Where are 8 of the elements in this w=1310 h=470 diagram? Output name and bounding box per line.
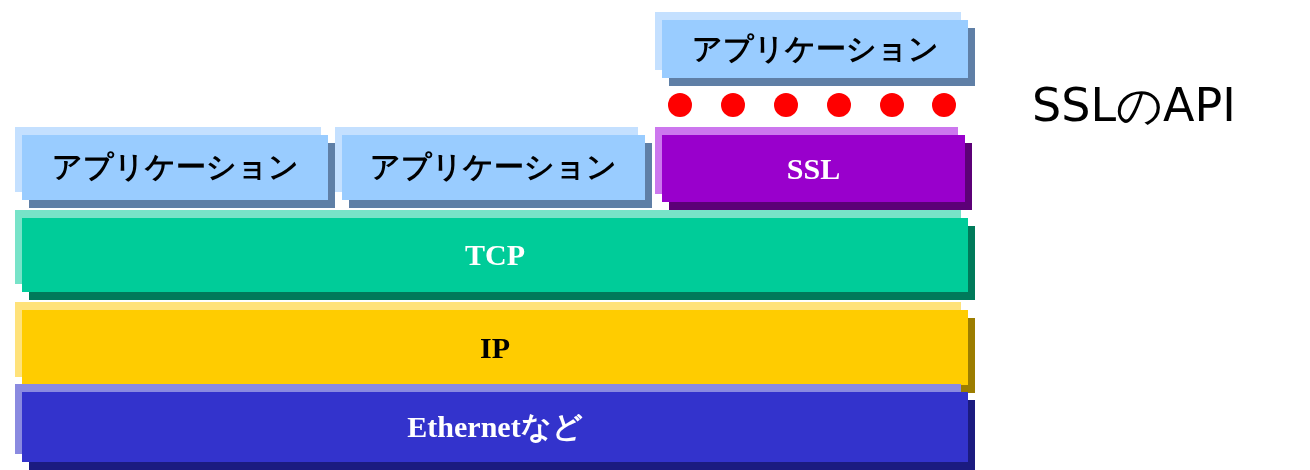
layer-label: アプリケーション (51, 148, 299, 186)
layer-label: アプリケーション (691, 29, 939, 68)
layer-label: TCP (465, 238, 525, 272)
layer-label: IP (480, 330, 510, 365)
layer-label: SSL (786, 151, 841, 186)
layer-label: アプリケーション (370, 148, 617, 186)
api-caption: SSLのAPI (1032, 77, 1236, 134)
layer-label: Ethernetなど (407, 408, 583, 445)
